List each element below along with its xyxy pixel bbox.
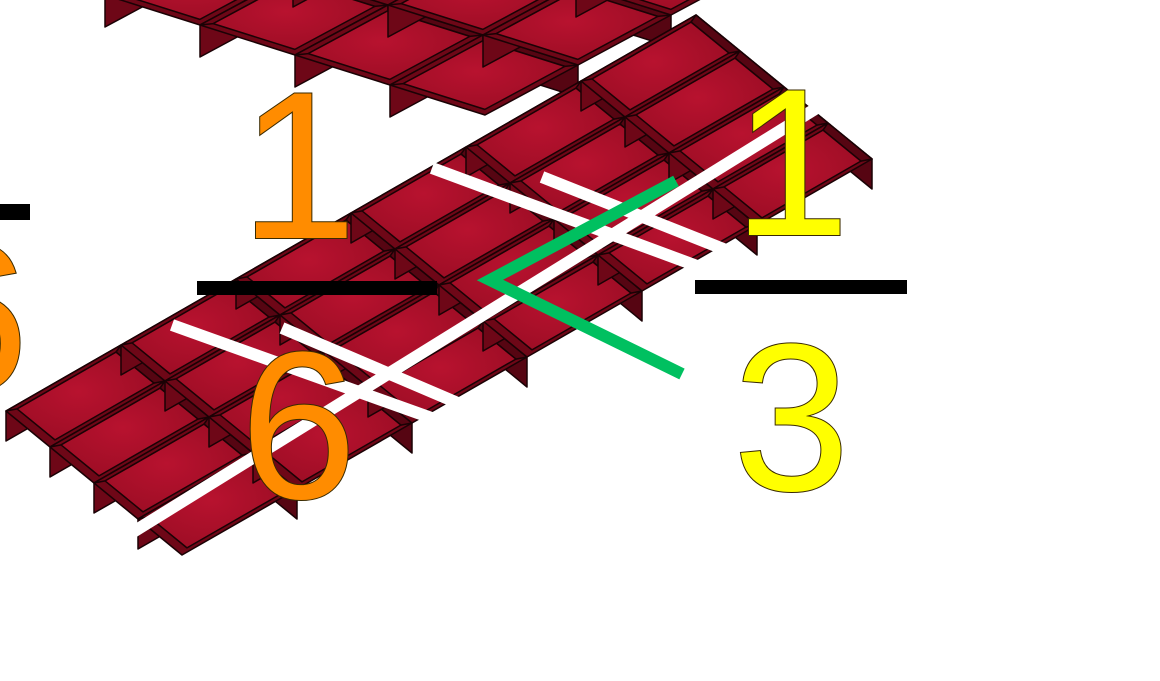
partial-fraction-left: 5 6 [0, 0, 30, 435]
right-fraction-bar [695, 280, 907, 294]
left-numerator: 1 [240, 48, 357, 283]
right-denominator: 3 [733, 300, 850, 535]
right-numerator: 1 [733, 45, 850, 280]
left-fraction-bar [197, 281, 437, 295]
partial-numerator: 5 [0, 0, 29, 10]
partial-denominator: 6 [0, 200, 29, 435]
left-denominator: 6 [240, 308, 357, 543]
